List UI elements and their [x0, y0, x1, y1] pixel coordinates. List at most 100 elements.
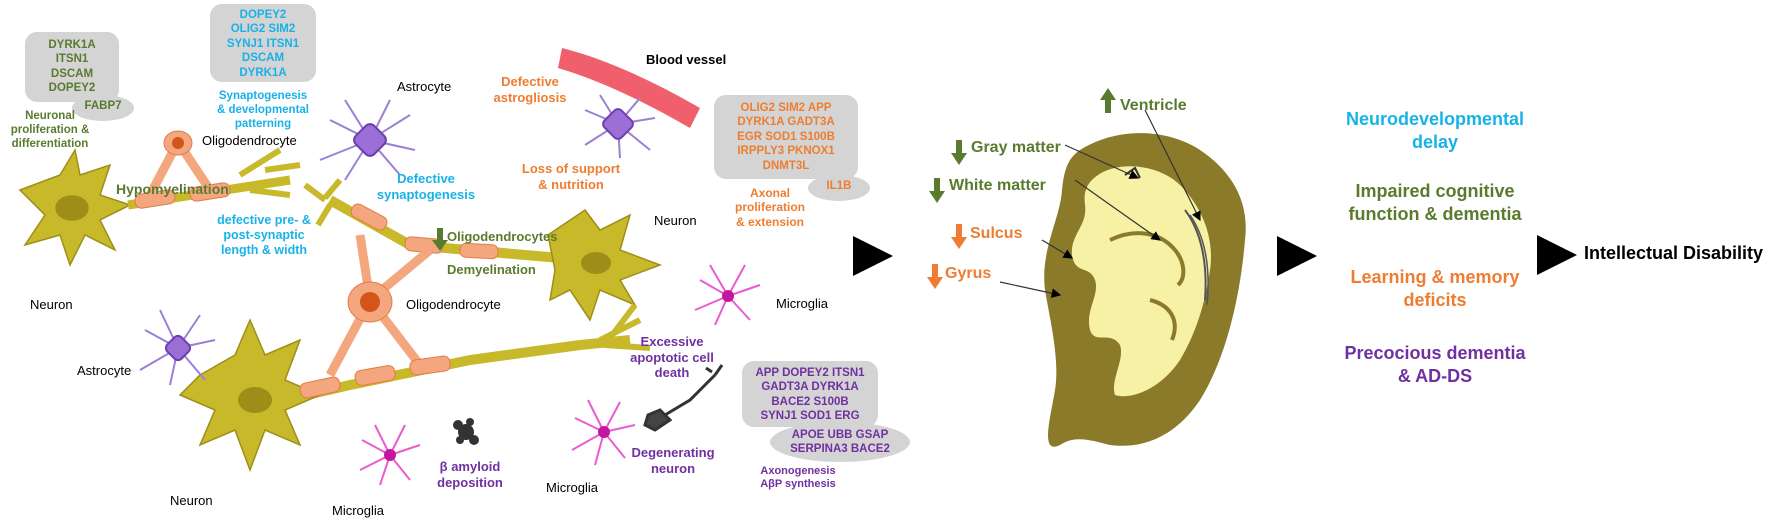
line: & developmental: [216, 103, 310, 116]
gene-oval-4-list: APOE UBB GSAP SERPINA3 BACE2: [770, 428, 910, 457]
line: delay: [1411, 132, 1459, 153]
oligodendrocyte-top: [146, 130, 214, 198]
annotation-hypomyelination: Hypomyelination: [116, 181, 229, 197]
myelin-top-left: [134, 182, 231, 209]
line: Learning & memory: [1350, 267, 1520, 287]
line: Degenerating: [631, 445, 715, 460]
gene-oval-1: [72, 95, 134, 121]
line: Defective: [397, 171, 455, 186]
gene: BACE2 S100B: [771, 395, 849, 408]
degenerating-neuron-shape: [643, 364, 724, 432]
line: Impaired cognitive: [1355, 181, 1515, 201]
label-microglia-bottom: Microglia: [332, 503, 385, 518]
gene: DOPEY2: [48, 82, 96, 95]
annotation-demyelination: Demyelination: [447, 262, 536, 277]
line: post-synaptic: [223, 228, 305, 242]
gene: OLIG2 SIM2 APP: [740, 102, 832, 114]
final-intellectual-disability: Intellectual Disability: [1584, 243, 1764, 263]
line: function & dementia: [1348, 204, 1522, 225]
outcome-learning: Learning & memory deficits: [1335, 266, 1535, 313]
gene-oval-3-label: IL1B: [826, 180, 852, 192]
astrocyte-top: [319, 99, 416, 181]
gene-list-2: DOPEY2 OLIG2 SIM2 SYNJ1 ITSN1 DSCAM DYRK…: [210, 8, 316, 80]
line: defective pre- &: [217, 213, 311, 227]
line: proliferation: [734, 200, 805, 215]
label-astrocyte-top: Astrocyte: [397, 79, 452, 94]
line: proliferation &: [10, 123, 90, 136]
gyrus-down-arrow: [927, 264, 943, 289]
annotation-degenerating: Degenerating neuron: [623, 445, 723, 476]
line: synaptogenesis: [376, 186, 476, 202]
line: patterning: [234, 117, 292, 130]
annotation-loss-support: Loss of support & nutrition: [518, 161, 624, 192]
white-matter-down-arrow: [929, 178, 945, 203]
beta-amyloid-shape: [453, 418, 479, 445]
annotation-excessive-apoptotic: Excessive apoptotic cell death: [622, 334, 722, 381]
label-microglia-right: Microglia: [776, 296, 829, 311]
gene-list-1: DYRK1A ITSN1 DSCAM DOPEY2: [25, 38, 119, 96]
gene: DYRK1A GADT3A: [737, 116, 835, 129]
line: Neurodevelopmental: [1345, 109, 1525, 129]
brain-direction-arrows: [432, 88, 1116, 289]
gene: SERPINA3 BACE2: [790, 443, 890, 456]
outcome-impaired: Impaired cognitive function & dementia: [1325, 180, 1545, 227]
gene: DOPEY2: [239, 9, 287, 21]
gene: DNMT3L: [762, 159, 810, 172]
gene-box-1: [25, 32, 119, 102]
sulcus-down-arrow: [951, 224, 967, 249]
line: Loss of support: [521, 161, 621, 176]
ventricle-up-arrow: [1100, 88, 1116, 113]
gene: EGR SOD1 S100B: [737, 130, 835, 143]
label-ventricle: Ventricle: [1120, 97, 1187, 114]
label-gray-matter: Gray matter: [971, 139, 1061, 156]
gene-oval-1-label: FABP7: [84, 100, 122, 112]
line: Synaptogenesis: [218, 90, 308, 102]
label-blood-vessel: Blood vessel: [646, 52, 727, 67]
oligodendrocyte-middle: [326, 234, 433, 378]
annotation-defective-prepost: defective pre- & post-synaptic length & …: [212, 213, 316, 258]
astrocyte-vessel: [584, 94, 656, 159]
line: Axonogenesis: [760, 465, 836, 477]
gene: OLIG2 SIM2: [230, 23, 296, 36]
microglia-right: [694, 264, 761, 326]
label-oligodendrocyte-mid: Oligodendrocyte: [406, 297, 501, 312]
label-sulcus: Sulcus: [970, 225, 1023, 242]
label-neuron-left: Neuron: [30, 297, 73, 312]
line: neuron: [650, 460, 696, 476]
outcome-precocious: Precocious dementia & AD-DS: [1325, 342, 1545, 389]
gray-matter-down-arrow: [951, 140, 967, 165]
line: & AD-DS: [1397, 366, 1473, 387]
annotation-defective-synaptogenesis: Defective synaptogenesis: [376, 171, 476, 202]
line: AβP synthesis: [760, 478, 836, 491]
gene: GADT3A DYRK1A: [761, 381, 859, 394]
line: astrogliosis: [493, 89, 567, 105]
blood-vessel-shape: [558, 48, 700, 128]
gene-oval-3: [808, 175, 870, 201]
label-neuron-bottom: Neuron: [170, 493, 213, 508]
annotation-axonal-proliferation: Axonal proliferation & extension: [730, 186, 810, 229]
line: Neuronal: [25, 110, 75, 122]
line: & nutrition: [538, 176, 604, 192]
myelin-middle: [350, 203, 499, 260]
line: Precocious dementia: [1344, 343, 1526, 363]
gene-oval-4: [770, 422, 910, 462]
label-white-matter: White matter: [949, 177, 1046, 194]
annotation-axonogenesis: Axonogenesis AβP synthesis: [750, 465, 846, 491]
label-gyrus: Gyrus: [945, 265, 992, 282]
gene-box-3: [714, 95, 858, 179]
annotation-synaptogenesis: Synaptogenesis & developmental patternin…: [210, 90, 316, 131]
gene: APP DOPEY2 ITSN1: [755, 367, 865, 379]
line: length & width: [220, 243, 308, 257]
line: death: [654, 365, 690, 381]
line: & extension: [735, 214, 804, 229]
oligodendrocytes-down-arrow: [432, 228, 448, 251]
gene: SYNJ1 SOD1 ERG: [760, 410, 860, 423]
astrocyte-left: [139, 309, 216, 386]
line: apoptotic cell: [630, 349, 714, 365]
gene-box-2: [210, 4, 316, 82]
gene-box-4: [742, 361, 878, 427]
line: Defective: [501, 74, 559, 89]
annotation-neuronal-proliferation: Neuronal proliferation & differentiation: [10, 110, 90, 151]
gene: SYNJ1 ITSN1: [226, 37, 300, 50]
